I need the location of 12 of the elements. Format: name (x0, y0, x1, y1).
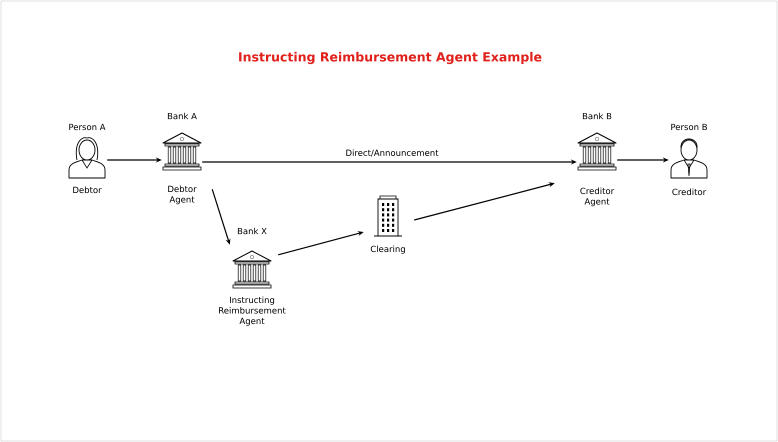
node-label: Clearing (370, 246, 405, 254)
node-label: Person A (69, 124, 106, 130)
node-label: Bank A (168, 112, 197, 120)
node-label: Creditor Agent (580, 188, 614, 206)
node-label: Debtor (73, 186, 102, 194)
node-label: Instructing Reimbursement Agent (219, 296, 286, 326)
node-label: Creditor (672, 188, 706, 196)
node-label: Bank B (582, 112, 612, 120)
node-label: Bank X (238, 228, 267, 234)
title: Instructing Reimbursement Agent Example (239, 52, 542, 64)
node-label: Debtor Agent (168, 186, 197, 204)
node-label: Person B (671, 124, 707, 130)
